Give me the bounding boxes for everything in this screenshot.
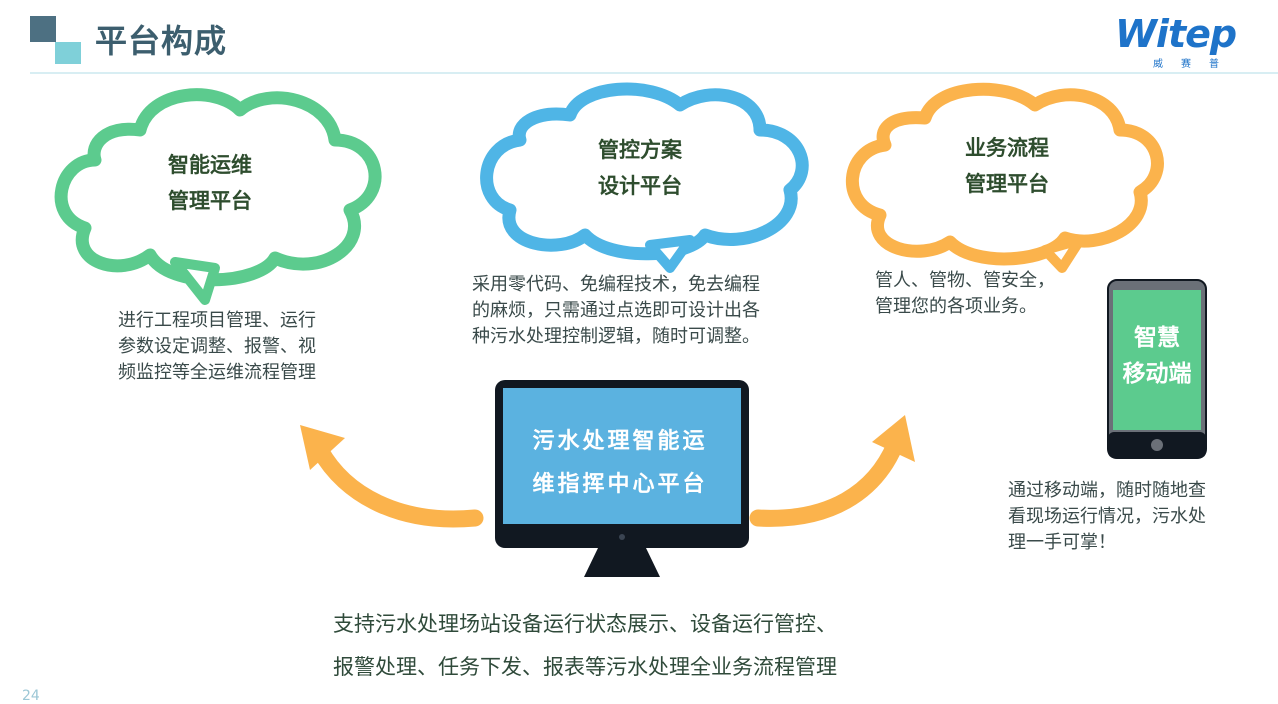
center-desc-line: 报警处理、任务下发、报表等污水处理全业务流程管理	[333, 655, 837, 679]
desc-line: 管理您的各项业务。	[875, 296, 1037, 317]
center-title-line: 污水处理智能运	[532, 429, 708, 454]
desc-line: 通过移动端，随时随地查	[1008, 480, 1206, 501]
desc-line: 的麻烦，只需通过点选即可设计出各	[472, 300, 760, 321]
mobile-title-line: 智慧	[1134, 325, 1180, 351]
cloud-title-line: 管控方案	[598, 138, 682, 162]
desc-line: 理一手可掌！	[1008, 532, 1116, 553]
cloud-title-line: 管理平台	[168, 189, 252, 213]
desc-design: 采用零代码、免编程技术，免去编程 的麻烦，只需通过点选即可设计出各 种污水处理控…	[472, 272, 832, 350]
company-logo: Witep 威赛普	[1115, 12, 1265, 72]
logo-wordmark: Witep	[1115, 12, 1237, 56]
center-platform-title: 污水处理智能运 维指挥中心平台	[500, 420, 740, 506]
desc-line: 看现场运行情况，污水处	[1008, 506, 1206, 527]
cloud-title-line: 设计平台	[598, 174, 682, 198]
monitor-illustration	[495, 380, 749, 577]
header-divider	[30, 72, 1278, 74]
arrow-right	[749, 415, 915, 527]
title-decoration-light	[55, 42, 81, 64]
page-title: 平台构成	[95, 22, 228, 60]
desc-line: 进行工程项目管理、运行	[118, 310, 316, 331]
desc-line: 采用零代码、免编程技术，免去编程	[472, 274, 760, 295]
logo-subtitle: 威赛普	[1153, 59, 1237, 70]
desc-business: 管人、管物、管安全， 管理您的各项业务。	[875, 268, 1105, 320]
arrow-left	[300, 425, 484, 528]
mobile-title: 智慧 移动端	[1113, 320, 1201, 392]
cloud-title-business: 业务流程 管理平台	[942, 130, 1072, 202]
page-number: 24	[22, 688, 40, 704]
center-desc-line: 支持污水处理场站设备运行状态展示、设备运行管控、	[333, 612, 837, 636]
cloud-title-line: 智能运维	[168, 153, 252, 177]
title-decoration-dark	[30, 16, 56, 42]
desc-line: 管人、管物、管安全，	[875, 270, 1055, 291]
desc-operations: 进行工程项目管理、运行 参数设定调整、报警、视 频监控等全运维流程管理	[118, 308, 368, 386]
mobile-title-line: 移动端	[1122, 361, 1192, 387]
phone-illustration	[1107, 279, 1207, 459]
cloud-title-line: 管理平台	[965, 172, 1049, 196]
center-title-line: 维指挥中心平台	[532, 472, 708, 497]
desc-line: 参数设定调整、报警、视	[118, 336, 316, 357]
cloud-title-design: 管控方案 设计平台	[575, 132, 705, 204]
cloud-shape-operations	[54, 88, 382, 305]
center-description: 支持污水处理场站设备运行状态展示、设备运行管控、 报警处理、任务下发、报表等污水…	[333, 603, 953, 689]
cloud-title-line: 业务流程	[965, 136, 1049, 160]
cloud-title-operations: 智能运维 管理平台	[145, 147, 275, 219]
desc-line: 频监控等全运维流程管理	[118, 362, 316, 383]
desc-line: 种污水处理控制逻辑，随时可调整。	[472, 326, 760, 347]
cloud-shape-design	[480, 82, 809, 273]
cloud-shape-business	[846, 82, 1164, 273]
desc-mobile: 通过移动端，随时随地查 看现场运行情况，污水处 理一手可掌！	[1008, 478, 1258, 556]
